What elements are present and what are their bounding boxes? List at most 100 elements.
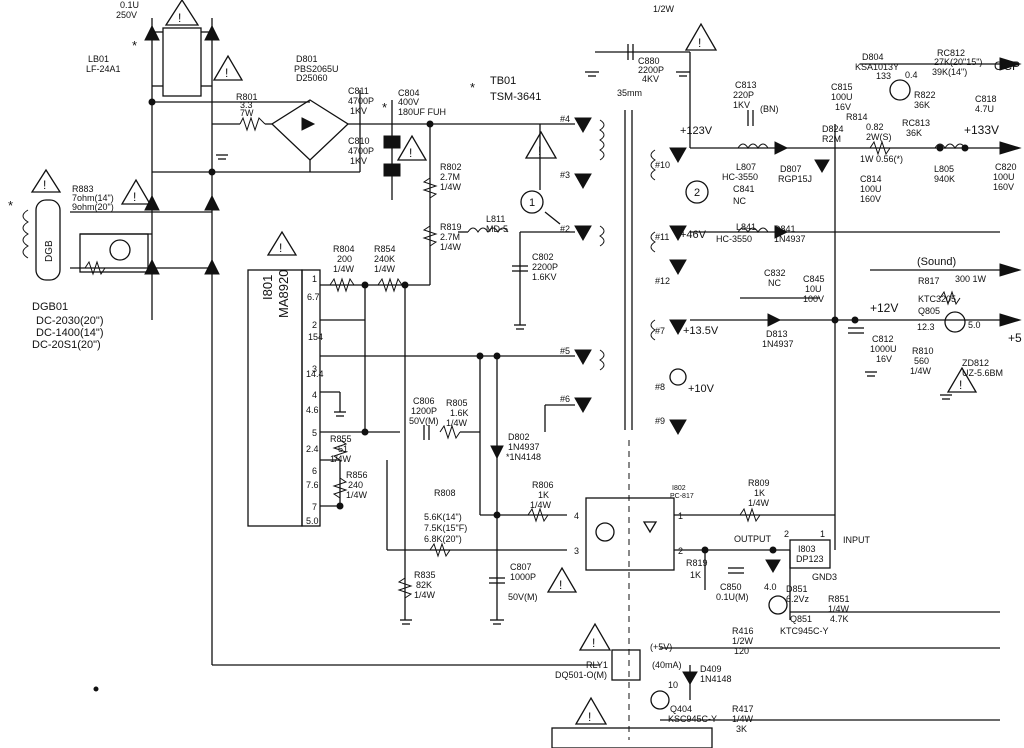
label: 7ohm(14") — [72, 193, 114, 203]
node-triangle — [574, 349, 592, 366]
label: R855 — [330, 434, 352, 444]
label: 1/4W — [333, 264, 355, 274]
label: 1 — [820, 529, 825, 539]
inductor-l805 — [934, 143, 966, 149]
ic-pin: 4 — [312, 390, 317, 400]
label: 100U — [860, 184, 882, 194]
label: 1KV — [350, 106, 367, 116]
label: RC812 — [937, 48, 965, 58]
label: OCP — [994, 59, 1020, 73]
label: D802 — [508, 432, 530, 442]
label: 2200P — [532, 262, 558, 272]
label: 1/4W — [828, 604, 850, 614]
label: DGB01 — [32, 301, 68, 313]
label: 0.4 — [905, 70, 918, 80]
resistor-r817 — [939, 290, 961, 306]
label: (40mA) — [652, 660, 682, 670]
label: 2W(S) — [866, 132, 892, 142]
svg-text:!: ! — [225, 66, 228, 80]
ic-volt: 7.6 — [306, 480, 319, 490]
label: R809 — [748, 478, 770, 488]
ic-pin: 3 — [312, 364, 317, 374]
ic-volt: 5.0 — [306, 516, 319, 526]
label: R856 — [346, 470, 368, 480]
label: I802 — [672, 485, 686, 492]
label: 1/2W — [732, 636, 754, 646]
label: 36K — [914, 100, 930, 110]
label: C806 — [413, 396, 435, 406]
label: 100U — [831, 92, 853, 102]
label: L841 — [736, 222, 756, 232]
label: KTC3205 — [918, 294, 956, 304]
resistor-r808 — [429, 542, 451, 558]
label: DQ501-O(M) — [555, 670, 607, 680]
label: * — [382, 100, 387, 115]
label: 1W — [860, 154, 874, 164]
label: 240K — [374, 254, 395, 264]
node-triangle — [669, 259, 687, 276]
label: R806 — [532, 480, 554, 490]
label: Q851 — [790, 614, 812, 624]
label: 300 1W — [955, 274, 987, 284]
label: C810 — [348, 136, 370, 146]
label: 2 — [784, 529, 789, 539]
label: C814 — [860, 174, 882, 184]
resistor-r802 — [422, 177, 438, 199]
pin-label: #7 — [655, 326, 665, 336]
label: 120 — [734, 646, 749, 656]
capacitor-c806 — [423, 425, 430, 440]
label: 4.0 — [764, 582, 777, 592]
label: GND — [812, 572, 833, 582]
capacitor-c880 — [627, 44, 634, 60]
diode-d802 — [490, 445, 504, 460]
label: NC — [733, 196, 746, 206]
q851-circle — [768, 595, 788, 615]
output-arrow — [999, 141, 1022, 155]
label: DC-2030(20") — [36, 315, 104, 327]
label: R2M — [822, 134, 841, 144]
label: 0.82 — [866, 122, 884, 132]
node-triangle — [144, 194, 160, 211]
pin-label: #2 — [560, 224, 570, 234]
label: 6.2Vz — [786, 594, 810, 604]
warning-icon: ! — [266, 230, 298, 256]
voltage-label: +12V — [870, 301, 898, 315]
label: L811 — [486, 214, 505, 224]
label: 1KV — [350, 156, 367, 166]
label: R810 — [912, 346, 934, 356]
diode-d813 — [767, 313, 782, 327]
label: R804 — [333, 244, 355, 254]
voltage-label: +123V — [680, 125, 713, 137]
resistor-r806 — [527, 507, 549, 523]
label: C813 — [735, 80, 757, 90]
label: 0.1U — [120, 0, 139, 10]
warning-icon: ! — [120, 178, 152, 205]
label: L805 — [934, 164, 954, 174]
inductor-l841 — [737, 227, 769, 233]
label: 4.7U — [975, 104, 994, 114]
marker-label: 1 — [529, 197, 535, 209]
label: LB01 — [88, 54, 109, 64]
label: R801 — [236, 92, 258, 102]
label: 10U — [805, 284, 822, 294]
label: 39K(14") — [932, 67, 967, 77]
label: 5.6K(14") — [424, 512, 462, 522]
resistor-r801 — [239, 116, 266, 132]
label: 10 — [668, 680, 678, 690]
label: D804 — [862, 52, 884, 62]
warning-icon: ! — [524, 130, 558, 159]
svg-text:!: ! — [133, 190, 136, 204]
warning-icon: ! — [578, 622, 612, 651]
label: * — [470, 80, 475, 95]
label: C815 — [831, 82, 853, 92]
label: 1/4W — [910, 366, 932, 376]
ground-symbols — [216, 71, 952, 625]
label: C832 — [764, 268, 786, 278]
label: L807 — [736, 162, 756, 172]
label: 1/4W — [440, 182, 462, 192]
diode-d409 — [682, 671, 698, 685]
opto-pin: 1 — [678, 511, 683, 521]
ic-pin: 5 — [312, 428, 317, 438]
wiring — [70, 18, 1000, 748]
label: 1/4W — [446, 418, 468, 428]
